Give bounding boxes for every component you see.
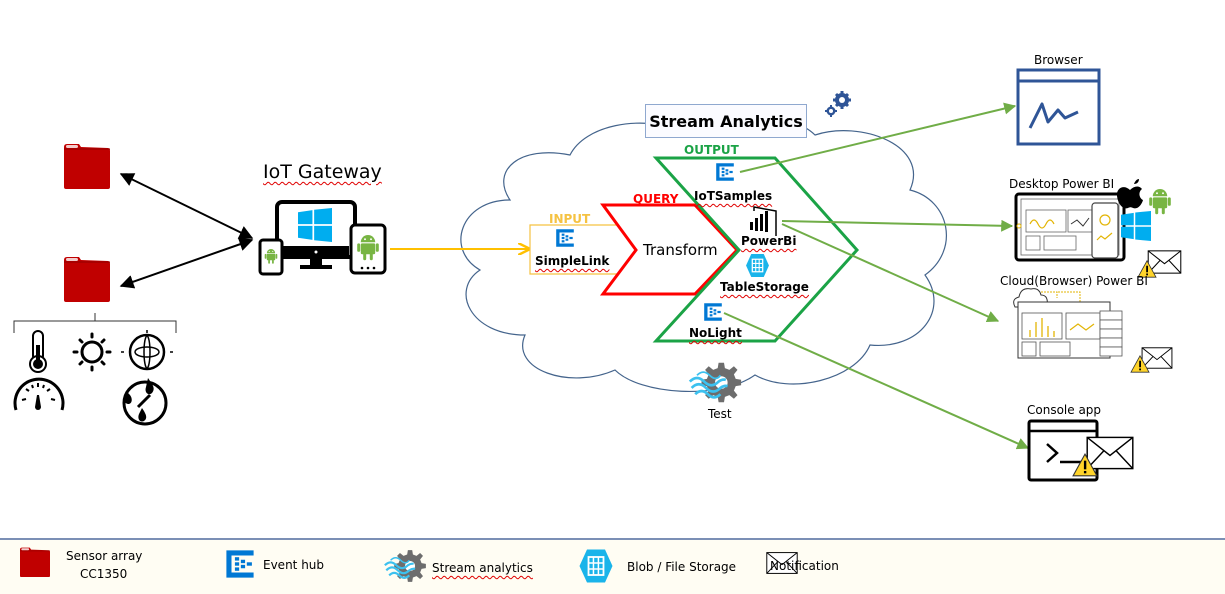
cloud-powerbi-label: Cloud(Browser) Power BI — [1000, 274, 1148, 288]
query-transform[interactable]: Transform — [643, 241, 718, 259]
iotsamples-to-browser-arrow — [739, 102, 1017, 173]
android-tablet-icon — [349, 223, 387, 275]
notification-envelope-icon — [1147, 250, 1182, 274]
gateway-title-text: IoT Gateway — [263, 161, 382, 183]
android-phone-icon — [258, 238, 284, 276]
sensor-array-icon — [63, 143, 111, 189]
output-iotsamples[interactable]: IoTSamples — [694, 189, 773, 203]
query-shape — [600, 203, 740, 296]
legend-eventhub-label: Event hub — [263, 558, 325, 572]
output-label: OUTPUT — [684, 143, 739, 157]
blob-storage-icon — [578, 548, 614, 584]
test-job-label[interactable]: Test — [708, 407, 732, 421]
event-hub-icon — [226, 550, 254, 578]
sensor-array-icon — [63, 256, 111, 302]
settings-gears-icon — [825, 91, 851, 117]
powerbi-icon — [750, 206, 777, 236]
notification-envelope-icon — [1141, 347, 1173, 369]
legend-blob-label: Blob / File Storage — [627, 560, 737, 574]
apple-icon — [1116, 179, 1143, 209]
sensor-array-icon — [19, 547, 51, 577]
input-simplelink[interactable]: SimpleLink — [535, 254, 610, 268]
stream-analytics-title-text: Stream Analytics — [649, 111, 803, 131]
gyroscope-icon — [121, 330, 173, 371]
pressure-gauge-icon — [13, 377, 65, 411]
browser-label: Browser — [1034, 53, 1083, 67]
output-nolight[interactable]: NoLight — [689, 326, 742, 340]
nolight-to-console-arrow — [723, 312, 1030, 450]
stream-analytics-icon — [383, 549, 427, 583]
output-tablestorage[interactable]: TableStorage — [720, 280, 809, 294]
output-shape — [652, 156, 860, 343]
output-powerbi[interactable]: PowerBi — [741, 234, 797, 248]
browser-icon — [1016, 68, 1101, 146]
legend-sensor-label-2: CC1350 — [80, 567, 128, 581]
powerbi-to-cloud-arrow — [781, 223, 1000, 323]
legend-notification-label: Notification — [770, 559, 839, 573]
humidity-icon — [122, 378, 168, 426]
powerbi-to-desktop-arrow — [781, 219, 1014, 232]
legend-sensor-label-1: Sensor array — [66, 549, 143, 563]
android-icon — [1149, 189, 1171, 215]
legend-stream-analytics-label: Stream analytics — [432, 561, 533, 575]
gateway-title: IoT Gateway — [263, 161, 382, 183]
sun-light-icon — [72, 332, 112, 372]
cloud-powerbi-dashboard-icon — [1013, 288, 1123, 359]
input-label: INPUT — [549, 212, 591, 226]
desktop-powerbi-dashboard-icon — [1014, 192, 1126, 262]
notification-envelope-icon — [1086, 436, 1134, 470]
sensor1-link — [119, 173, 254, 239]
query-label: QUERY — [633, 192, 679, 206]
console-app-label: Console app — [1027, 403, 1102, 417]
desktop-powerbi-label: Desktop Power BI — [1009, 177, 1115, 191]
stream-analytics-title: Stream Analytics — [645, 104, 807, 138]
sensor2-link — [119, 237, 254, 289]
sensor-bracket — [13, 313, 177, 333]
legend: Sensor array CC1350 Event hub Stream ana… — [0, 538, 1225, 594]
windows-monitor-icon — [275, 200, 357, 269]
thermometer-icon — [29, 330, 47, 373]
